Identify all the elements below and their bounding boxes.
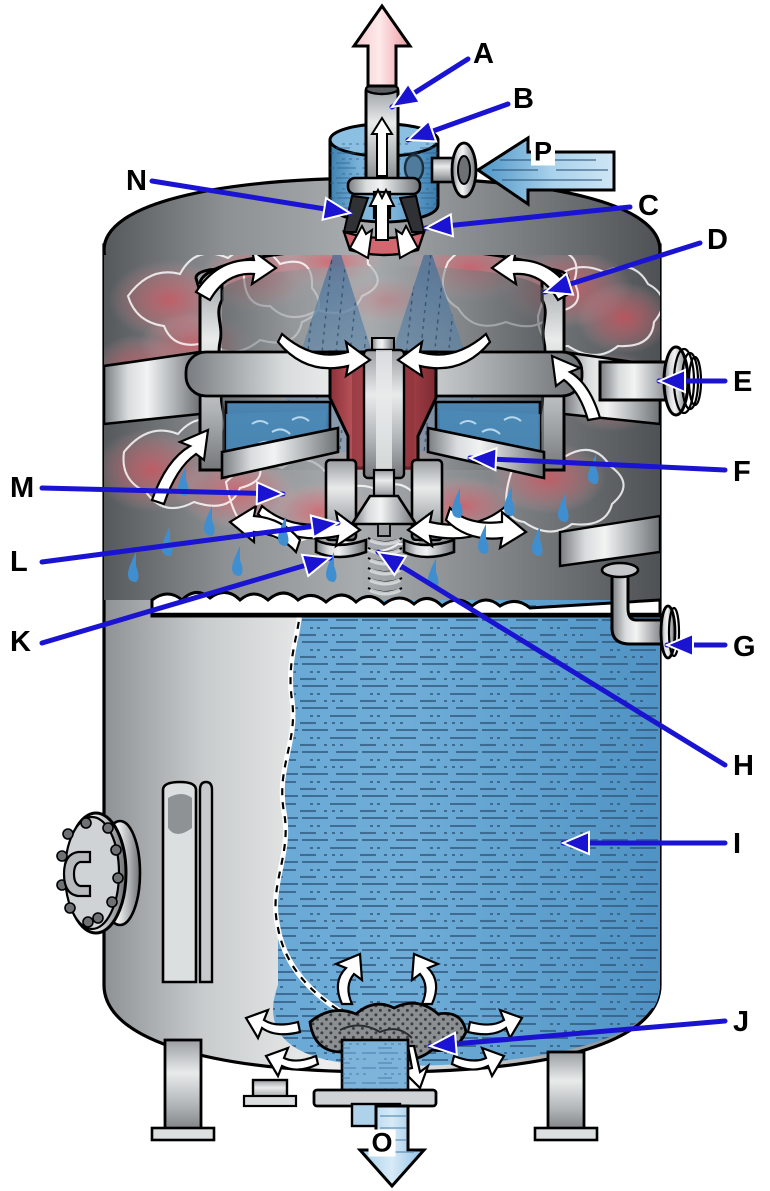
callout-arrowhead-N <box>321 196 353 222</box>
flow-label-O: O <box>368 1129 396 1157</box>
vortex-flow-arrows <box>244 952 524 1093</box>
callout-arrowhead-C <box>423 212 455 238</box>
callout-label-K: K <box>10 626 31 658</box>
callout-label-C: C <box>638 190 659 222</box>
callout-line-K <box>39 555 333 646</box>
water-surface-line <box>150 591 662 618</box>
manway-handle <box>62 850 92 898</box>
downcomer-skirt-left <box>314 458 368 559</box>
callout-line-F <box>467 455 728 473</box>
overflow-drain-nozzle <box>600 561 681 660</box>
flow-label-P: P <box>530 138 556 166</box>
central-downcomer-funnel <box>328 348 438 480</box>
feedwater-inlet-nozzle <box>430 141 478 199</box>
callout-label-A: A <box>473 38 494 70</box>
callout-label-H: H <box>733 750 754 782</box>
vent-pipe <box>364 82 400 190</box>
downcomer-skirt-right <box>402 458 456 559</box>
callout-label-J: J <box>733 1006 750 1038</box>
callout-arrowhead-A <box>389 82 422 109</box>
spring-loaded-valve-assembly <box>349 468 419 600</box>
deaerated-water-storage <box>273 600 660 1066</box>
vent-flow-arrow <box>351 3 413 88</box>
callout-label-G: G <box>733 631 756 663</box>
callout-line-H <box>375 549 728 768</box>
falling-droplet-field <box>128 454 599 588</box>
internal-standpipe <box>161 780 214 984</box>
callout-arrowhead-I <box>560 830 590 856</box>
callout-line-C <box>423 204 633 231</box>
callout-label-M: M <box>10 472 35 504</box>
internal-baffle-shelf <box>558 514 662 568</box>
callout-arrowhead-D <box>542 271 575 296</box>
callout-label-B: B <box>513 83 534 115</box>
callout-label-E: E <box>733 366 753 398</box>
callout-label-N: N <box>126 165 147 197</box>
steam-riser-duct-left <box>104 350 202 426</box>
callout-line-J <box>427 1018 728 1049</box>
callout-arrowhead-L <box>309 514 341 539</box>
callout-label-I: I <box>733 828 742 860</box>
callout-label-D: D <box>707 224 728 256</box>
callout-arrowhead-B <box>405 119 438 143</box>
callout-line-N <box>149 178 353 216</box>
callout-line-D <box>542 240 703 295</box>
tray-deck-left <box>220 400 340 480</box>
callout-arrowhead-K <box>300 553 333 578</box>
callout-arrowhead-G <box>664 632 694 658</box>
spray-chamber-interior <box>104 255 660 600</box>
callout-line-L <box>39 520 341 565</box>
callout-arrowhead-H <box>375 550 408 577</box>
callout-arrowhead-J <box>427 1031 458 1057</box>
callout-line-M <box>39 485 286 497</box>
callout-arrowhead-M <box>255 480 286 506</box>
callout-label-F: F <box>733 456 751 488</box>
spray-valve-stem <box>342 176 426 260</box>
callout-arrowhead-E <box>656 368 686 394</box>
manway-bolted-cover <box>56 811 142 935</box>
support-legs <box>150 1038 599 1142</box>
callout-arrowhead-F <box>467 446 498 472</box>
callout-label-L: L <box>10 546 28 578</box>
callout-leader-lines <box>39 56 728 1057</box>
